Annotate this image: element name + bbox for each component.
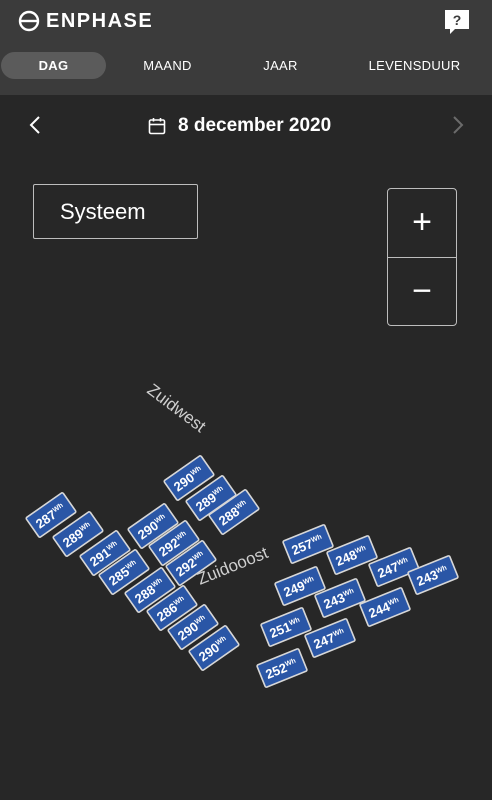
panel-tile (260, 607, 312, 647)
panel-energy-unit: Wh (173, 595, 186, 607)
tab-jaar[interactable]: JAAR (263, 58, 298, 73)
panel-tile (124, 567, 176, 613)
array-zuidwest[interactable]: 287Wh289Wh291Wh285Wh288Wh286Wh290Wh290Wh… (25, 380, 260, 671)
panel-energy-unit: Wh (154, 513, 167, 525)
panel-energy-unit: Wh (192, 550, 205, 562)
panel-tile (167, 604, 219, 650)
panel-tile (127, 503, 179, 549)
brand-name: ENPHASE (46, 9, 154, 32)
panel-energy-unit: Wh (342, 588, 355, 599)
previous-day-chevron-icon[interactable] (26, 115, 46, 135)
panel-tile (146, 585, 198, 631)
zoom-in-button[interactable]: + (412, 203, 432, 241)
panel-tile (407, 555, 459, 595)
panel-energy-unit: Wh (190, 465, 203, 477)
panel-energy-unit: Wh (288, 617, 301, 628)
next-day-chevron-icon[interactable] (447, 115, 467, 135)
panel-energy-unit: Wh (302, 576, 315, 587)
solar-panel[interactable]: 251Wh (260, 607, 312, 647)
panel-energy-unit: Wh (175, 530, 188, 542)
panel-energy-unit: Wh (52, 502, 65, 514)
panel-energy-unit: Wh (79, 521, 92, 533)
panel-energy-unit: Wh (354, 545, 367, 556)
tab-dag[interactable]: DAG (1, 52, 106, 79)
help-label: ? (453, 12, 462, 28)
solar-panel[interactable]: 290Wh (188, 625, 240, 671)
panel-tile (188, 625, 240, 671)
panel-tile (314, 578, 366, 618)
top-bar: ENPHASE ? DAG MAAND JAAR LEVENSDUUR (0, 0, 492, 95)
panel-energy-unit: Wh (215, 635, 228, 647)
panel-tile (79, 530, 131, 576)
help-button[interactable]: ? (443, 8, 471, 36)
calendar-icon (148, 118, 166, 135)
panel-energy-unit: Wh (435, 565, 448, 576)
panel-tile (256, 648, 308, 688)
panel-energy-unit: Wh (151, 577, 164, 589)
panel-tile (163, 455, 215, 501)
date-picker[interactable]: 8 december 2020 (148, 113, 331, 139)
solar-panel[interactable]: 244Wh (359, 587, 411, 627)
panel-tile (208, 489, 260, 535)
date-navigation: 8 december 2020 (0, 105, 492, 145)
current-date: 8 december 2020 (178, 115, 332, 136)
panel-energy-unit: Wh (212, 485, 225, 497)
speech-bubble-icon (445, 10, 469, 34)
panel-tile (165, 540, 217, 586)
panel-tile (368, 547, 420, 587)
solar-panel[interactable]: 252Wh (256, 648, 308, 688)
panel-tile (359, 587, 411, 627)
array-name-label: Zuidwest (144, 380, 210, 436)
panel-tile (274, 566, 326, 606)
enphase-logo: ENPHASE (18, 9, 153, 33)
panel-energy-unit: Wh (284, 658, 297, 669)
array-zuidooost[interactable]: 257Wh248Wh247Wh243Wh249Wh243Wh244Wh251Wh… (194, 524, 459, 688)
panel-tile (282, 524, 334, 564)
panel-energy-unit: Wh (235, 499, 248, 511)
panel-tile (25, 492, 77, 538)
solar-panel[interactable]: 247Wh (304, 618, 356, 658)
panel-energy-unit: Wh (396, 557, 409, 568)
solar-panel[interactable]: 243Wh (314, 578, 366, 618)
panel-tile (148, 520, 200, 566)
zoom-divider (388, 257, 456, 258)
panel-energy-unit: Wh (125, 559, 138, 571)
panel-tile (326, 535, 378, 575)
panel-tile (52, 511, 104, 557)
solar-panel[interactable]: 288Wh (208, 489, 260, 535)
system-view-button[interactable]: Systeem (33, 184, 198, 239)
panel-energy-unit: Wh (106, 540, 119, 552)
panel-energy-unit: Wh (194, 614, 207, 626)
enphase-logo-icon (18, 10, 40, 32)
solar-panel[interactable]: 257Wh (282, 524, 334, 564)
solar-panel[interactable]: 247Wh (368, 547, 420, 587)
tab-levensduur[interactable]: LEVENSDUUR (368, 58, 461, 73)
panel-energy-unit: Wh (332, 628, 345, 639)
zoom-out-button[interactable]: − (412, 272, 432, 310)
panel-energy-unit: Wh (310, 534, 323, 545)
panel-tile (98, 549, 150, 595)
panel-tile (304, 618, 356, 658)
period-tabs: DAG MAAND JAAR LEVENSDUUR (0, 52, 492, 80)
panel-energy-unit: Wh (387, 597, 400, 608)
zoom-control: + − (387, 188, 457, 326)
tab-maand[interactable]: MAAND (143, 58, 192, 73)
